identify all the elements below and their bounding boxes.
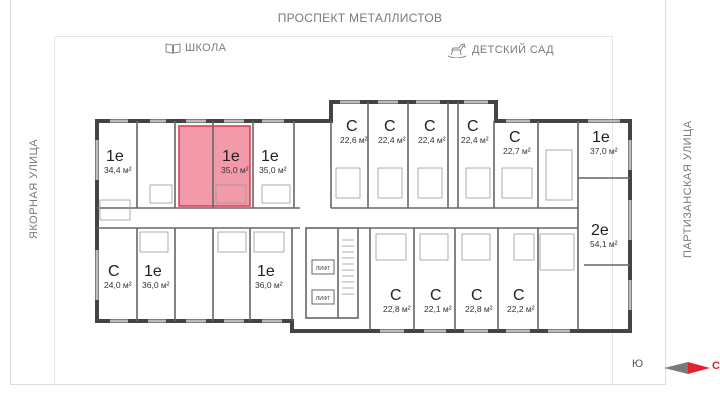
unit-u2[interactable]: 1e 35,0 м²	[221, 148, 249, 175]
unit-type: С	[430, 287, 442, 304]
unit-u17[interactable]: С 22,2 м²	[507, 287, 535, 314]
unit-u8[interactable]: С 22,7 м²	[503, 129, 531, 156]
unit-type: С	[390, 287, 402, 304]
unit-u1[interactable]: 1e 34,4 м²	[104, 148, 132, 175]
unit-type: С	[384, 118, 396, 135]
unit-u9[interactable]: 1e 37,0 м²	[590, 129, 618, 156]
unit-type: С	[471, 287, 483, 304]
unit-type: 2e	[591, 222, 609, 239]
unit-area: 22,2 м²	[507, 304, 535, 314]
unit-area: 35,0 м²	[221, 165, 249, 175]
rocking-horse-icon	[447, 43, 467, 58]
poi-school: ШКОЛА	[165, 42, 226, 54]
unit-u3[interactable]: 1e 35,0 м²	[259, 148, 287, 175]
unit-u12[interactable]: 1e 36,0 м²	[142, 263, 170, 290]
unit-area: 36,0 м²	[255, 280, 283, 290]
elevator-2	[311, 289, 335, 305]
unit-type: 1e	[592, 129, 610, 146]
unit-type: С	[467, 118, 479, 135]
windows	[95, 100, 632, 333]
unit-area: 22,1 м²	[424, 304, 452, 314]
poi-school-label: ШКОЛА	[185, 42, 227, 54]
unit-u4[interactable]: С 22,6 м²	[340, 118, 368, 145]
site-frame	[10, 0, 666, 385]
unit-u13[interactable]: 1e 36,0 м²	[255, 263, 283, 290]
unit-area: 22,8 м²	[465, 304, 493, 314]
inner-walls	[97, 102, 630, 330]
unit-area: 36,0 м²	[142, 280, 170, 290]
unit-type: 1e	[222, 148, 240, 165]
elevator-1-label: ЛИФТ	[316, 266, 331, 272]
unit-area: 22,7 м²	[503, 146, 531, 156]
elevator-1	[311, 259, 335, 275]
selected-apartment-fill[interactable]	[178, 125, 251, 207]
plot-frame	[54, 36, 613, 384]
unit-type: С	[108, 263, 120, 280]
book-icon	[165, 43, 181, 54]
unit-type: С	[513, 287, 525, 304]
unit-u10[interactable]: 2e 54,1 м²	[590, 222, 618, 249]
unit-u14[interactable]: С 22,8 м²	[383, 287, 411, 314]
poi-kindergarten: ДЕТСКИЙ САД	[446, 42, 554, 58]
poi-kindergarten-label: ДЕТСКИЙ САД	[472, 44, 554, 56]
unit-u5[interactable]: С 22,4 м²	[378, 118, 406, 145]
unit-type: 1e	[261, 148, 279, 165]
unit-area: 37,0 м²	[590, 146, 618, 156]
elevator-2-label: ЛИФТ	[316, 296, 331, 302]
unit-area: 22,4 м²	[418, 135, 446, 145]
unit-area: 34,4 м²	[104, 165, 132, 175]
unit-area: 22,8 м²	[383, 304, 411, 314]
compass-north-label: С	[712, 360, 720, 372]
unit-type: С	[346, 118, 358, 135]
compass-south-label: Ю	[632, 358, 644, 370]
unit-type: С	[509, 129, 521, 146]
unit-u15[interactable]: С 22,1 м²	[424, 287, 452, 314]
unit-area: 22,4 м²	[461, 135, 489, 145]
unit-area: 24,0 м²	[104, 280, 132, 290]
unit-type: С	[424, 118, 436, 135]
unit-u7[interactable]: С 22,4 м²	[461, 118, 489, 145]
fixtures	[99, 149, 575, 271]
street-top-label: ПРОСПЕКТ МЕТАЛЛИСТОВ	[277, 11, 443, 25]
unit-type: 1e	[257, 263, 275, 280]
unit-u16[interactable]: С 22,8 м²	[465, 287, 493, 314]
staircase	[342, 239, 354, 295]
unit-area: 22,6 м²	[340, 135, 368, 145]
compass-arrow-icon	[664, 362, 710, 374]
unit-type: 1e	[106, 148, 124, 165]
unit-u11[interactable]: С 24,0 м²	[104, 263, 132, 290]
unit-area: 22,4 м²	[378, 135, 406, 145]
compass: Ю С	[632, 358, 720, 378]
unit-type: 1e	[144, 263, 162, 280]
unit-area: 35,0 м²	[259, 165, 287, 175]
unit-area: 54,1 м²	[590, 239, 618, 249]
unit-u6[interactable]: С 22,4 м²	[418, 118, 446, 145]
